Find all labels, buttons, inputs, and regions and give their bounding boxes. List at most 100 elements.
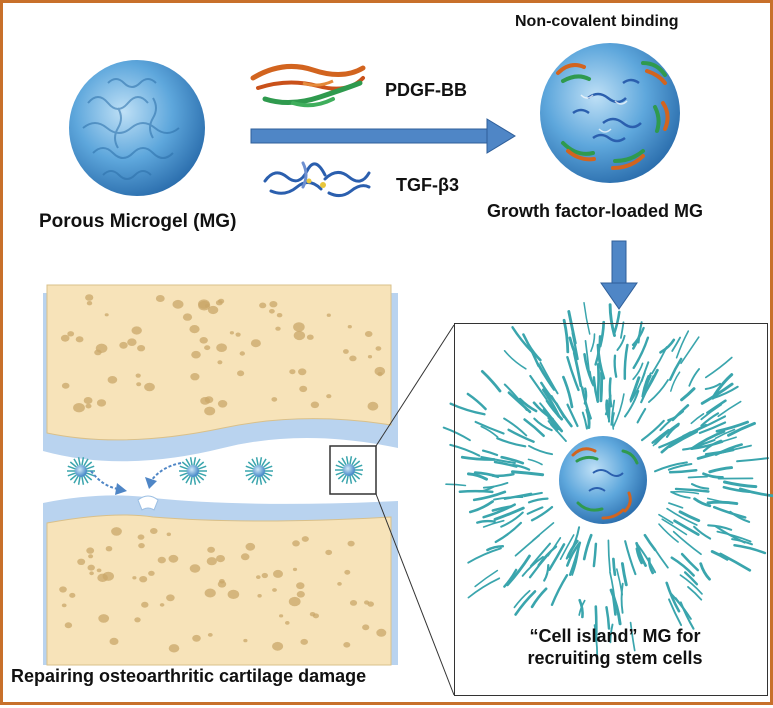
bone-pore [160,603,165,607]
bone-pore [293,568,297,571]
bone-pore [191,351,201,359]
bone-pore [76,336,84,342]
joint-microgel [245,457,273,485]
bone-pore [108,376,118,384]
label-porous-microgel: Porous Microgel (MG) [39,211,236,233]
bone-pore [240,351,245,355]
bone-pore [204,345,210,350]
label-tgf-beta3: TGF-β3 [396,175,459,196]
bone-pore [251,339,261,347]
bone-pore [259,303,266,309]
bone-pore [289,369,295,374]
bone-pore [86,404,92,409]
bone-pore [204,407,215,416]
delivery-arrows [91,463,181,495]
label-repairing-cartilage: Repairing osteoarthritic cartilage damag… [11,666,366,687]
bone-pore [148,571,155,576]
bone-pore [228,590,240,599]
bone-pore [158,557,166,564]
bone-pore [368,402,379,411]
bone-pore [299,386,307,392]
label-pdgf-bb: PDGF-BB [385,80,467,101]
bone-pore [311,402,319,409]
bone-pore [279,614,283,617]
bone-pore [77,559,85,565]
bone-pore [190,564,201,572]
bone-pore [85,294,93,301]
bone-pore [350,600,357,606]
growth-factor-loaded-microgel [540,43,680,183]
bone-pore [138,534,145,539]
bone-pore [289,597,301,606]
bone-pore [138,543,145,548]
bone-pore [98,614,109,623]
bone-pore [285,621,290,625]
bone-pore [307,335,314,340]
bone-pore [257,594,261,598]
bone-pore [300,639,308,645]
bone-pore [156,295,165,302]
bone-pore [362,624,369,630]
bone-pore [62,383,70,389]
joint-microgel [179,457,207,485]
bone-pore [167,533,171,537]
bone-pore [136,374,141,378]
bone-pore [348,541,355,547]
bone-pore [376,629,386,637]
bone-pore [365,331,373,337]
bone-pore [376,346,382,351]
recruit-arrow [601,241,637,309]
bone-pore [200,337,208,344]
bone-pore [343,349,349,354]
bone-pore [73,403,85,412]
bone-pore [217,360,222,364]
bone-pore [377,372,382,376]
joint-microgel [335,456,363,484]
bone-pore [169,644,180,652]
bone-pore [105,313,109,316]
bone-pore [293,322,305,331]
bone-pore [111,527,122,536]
bone-pore [208,306,218,314]
bone-pore [218,581,226,588]
bone-pore [269,301,277,307]
bone-pore [173,300,184,309]
bone-pore [271,397,277,402]
bone-pore [61,335,70,342]
label-cell-island-line2: recruiting stem cells [458,647,772,669]
bone-pore [326,394,331,398]
bone-pore [207,557,217,565]
bone-pore [192,635,201,642]
bone-pore [87,301,92,305]
bone-pore [272,588,277,592]
bone-pore [106,546,113,551]
bone-pore [110,638,119,645]
bone-pore [216,300,223,305]
bone-pore [243,639,247,642]
bone-pore [246,543,256,551]
bone-pore [134,617,140,622]
bone-pore [86,547,94,553]
bone-pore [141,602,148,608]
bone-pore [337,582,342,586]
pdgf-bb-protein [253,66,363,105]
bone-pore [119,342,127,349]
joint-illustration [43,285,398,665]
bone-pore [277,313,283,317]
bone-pore [189,325,199,333]
bone-pore [294,331,305,340]
bone-pore [310,612,316,616]
bone-pore [169,555,179,563]
porous-microgel-sphere [69,60,205,196]
bone-pore [230,331,234,334]
bone-pore [200,397,210,405]
binding-arrow [251,119,515,153]
bone-pore [272,642,283,651]
bone-pore [139,576,147,582]
bone-pore [344,570,350,575]
bone-pore [348,325,352,328]
bone-pore [97,399,106,406]
bone-pore [207,547,215,553]
label-cell-island: “Cell island” MG for recruiting stem cel… [458,625,772,669]
